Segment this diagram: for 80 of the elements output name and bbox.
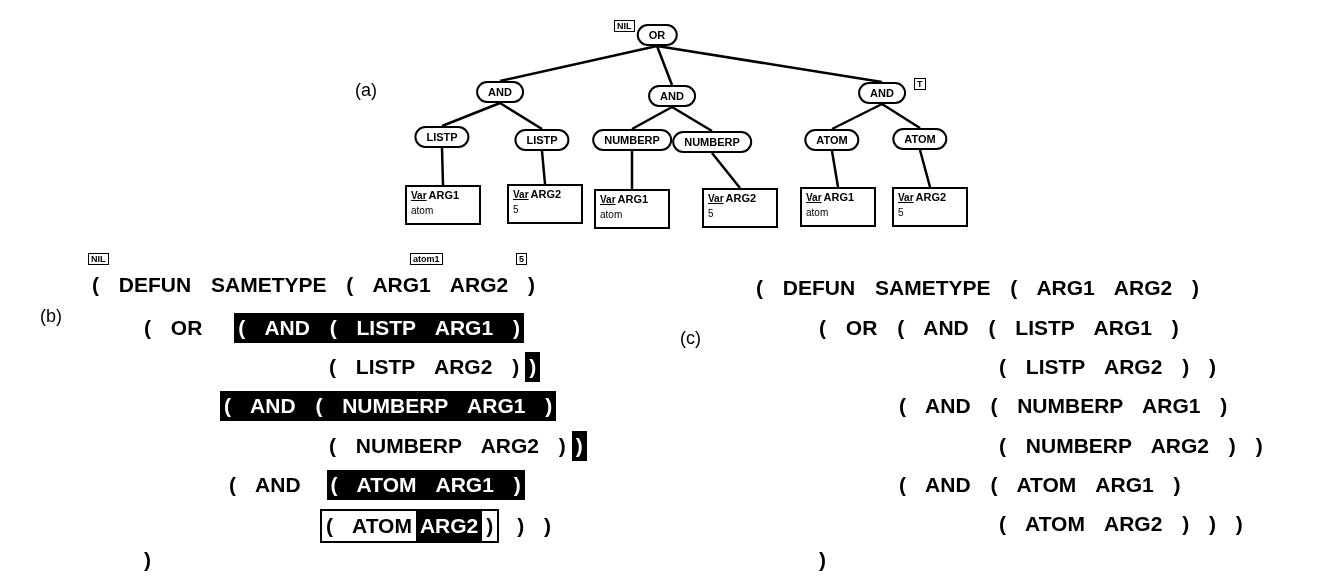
tree-branch xyxy=(540,150,547,185)
tree-branch xyxy=(711,152,741,189)
operator-node: NUMBERP xyxy=(592,129,672,151)
code-text: ( AND ( ATOM ARG1 ) xyxy=(898,472,1182,498)
code-text: ( NUMBERP ARG2 ) xyxy=(328,433,567,459)
code-text: ( OR ( AND ( LISTP ARG1 ) xyxy=(818,315,1180,341)
code-text: ) ) xyxy=(516,513,553,539)
value-text: atom xyxy=(411,205,434,216)
tree-branch xyxy=(918,149,932,188)
value-text: atom xyxy=(806,207,829,218)
code-text: ) xyxy=(143,547,152,573)
code-text: ( DEFUN SAMETYPE ( ARG1 ARG2 ) xyxy=(755,275,1200,301)
variable-name: ARG1 xyxy=(428,189,460,201)
tree-branch xyxy=(441,101,501,128)
code-text: ( NUMBERP ARG2 ) ) xyxy=(998,433,1264,459)
panel-label: (c) xyxy=(680,328,701,349)
code-text: ( AND xyxy=(228,472,302,498)
operator-node: ATOM xyxy=(804,129,860,151)
panel-label: (b) xyxy=(40,306,62,327)
operator-node: LISTP xyxy=(414,126,470,148)
tree-branch xyxy=(655,45,674,86)
type-tag: Var xyxy=(600,194,616,205)
tree-branch xyxy=(631,105,673,131)
variable-name: ARG1 xyxy=(617,193,649,205)
code-text: ( AND ( NUMBERP ARG1 ) xyxy=(898,393,1229,419)
code-text: ) xyxy=(485,513,495,539)
tree-branch xyxy=(630,151,634,189)
code-text: ( ATOM xyxy=(325,513,413,539)
variable-name: ARG1 xyxy=(823,191,855,203)
variable-box xyxy=(702,188,778,228)
variable-box xyxy=(892,187,968,227)
code-text: ) xyxy=(818,547,827,573)
variable-box xyxy=(507,184,583,224)
operator-node: LISTP xyxy=(514,129,570,151)
value-text: 5 xyxy=(898,207,904,218)
state-tag: T xyxy=(914,78,926,90)
tree-branch xyxy=(499,44,658,83)
highlighted-code: ( ATOM ARG1 ) xyxy=(326,470,525,500)
tree-branch xyxy=(499,101,543,131)
code-text: ( OR xyxy=(143,315,204,341)
operator-node: NUMBERP xyxy=(672,131,752,153)
value-tag: 5 xyxy=(516,253,527,265)
code-text: ( LISTP ARG2 ) ) xyxy=(998,354,1217,380)
highlighted-code: ARG2 xyxy=(415,511,483,541)
type-tag: Var xyxy=(411,190,427,201)
state-tag: NIL xyxy=(614,20,635,32)
variable-box xyxy=(405,185,481,225)
highlighted-code: ( AND ( LISTP ARG1 ) xyxy=(234,313,524,343)
tree-branch xyxy=(830,150,840,188)
type-tag: Var xyxy=(806,192,822,203)
variable-name: ARG2 xyxy=(725,192,757,204)
type-tag: Var xyxy=(898,192,914,203)
panel-label: (a) xyxy=(355,80,377,101)
operator-node: AND xyxy=(858,82,906,104)
value-tag: NIL xyxy=(88,253,109,265)
value-text: 5 xyxy=(513,204,519,215)
highlighted-code: ( AND ( NUMBERP ARG1 ) xyxy=(220,391,557,421)
type-tag: Var xyxy=(513,189,529,200)
highlighted-code: ) xyxy=(571,431,587,461)
highlighted-code: ) xyxy=(525,352,541,382)
variable-box xyxy=(594,189,670,229)
tree-branch xyxy=(671,105,713,133)
operator-node: AND xyxy=(476,81,524,103)
variable-box xyxy=(800,187,876,227)
tree-branch xyxy=(831,102,883,131)
type-tag: Var xyxy=(708,193,724,204)
code-text: ( DEFUN SAMETYPE ( ARG1 ARG2 ) xyxy=(91,272,536,298)
value-text: atom xyxy=(600,209,623,220)
variable-name: ARG2 xyxy=(530,188,562,200)
tree-branch xyxy=(656,44,883,84)
value-tag: atom1 xyxy=(410,253,443,265)
variable-name: ARG2 xyxy=(915,191,947,203)
operator-node: AND xyxy=(648,85,696,107)
tree-branch xyxy=(881,102,921,130)
operator-node: ATOM xyxy=(892,128,948,150)
code-text: ( LISTP ARG2 ) xyxy=(328,354,521,380)
code-text: ( ATOM ARG2 ) ) ) xyxy=(998,511,1244,537)
value-text: 5 xyxy=(708,208,714,219)
operator-node: OR xyxy=(636,24,678,46)
tree-branch xyxy=(440,147,445,186)
